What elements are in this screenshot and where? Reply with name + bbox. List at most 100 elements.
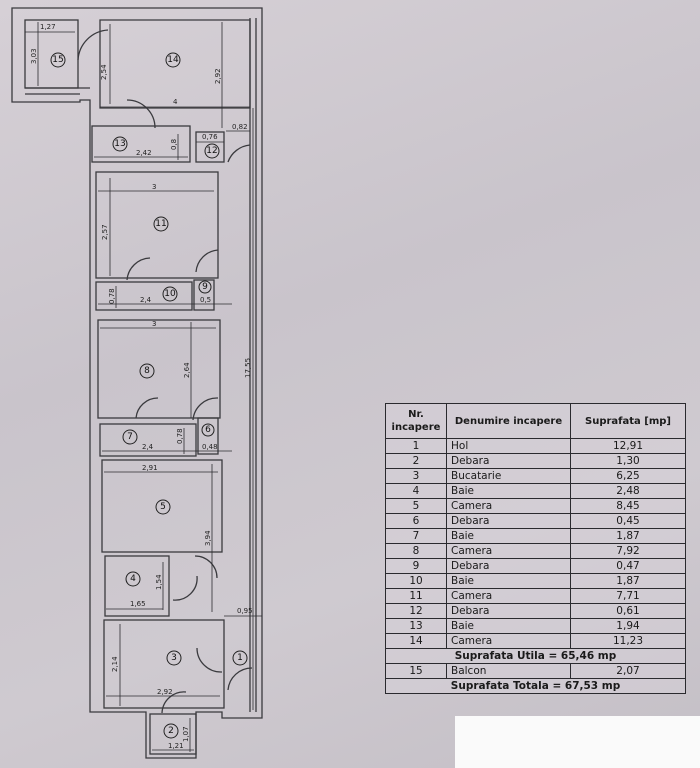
dim-label: 1,54	[155, 574, 163, 590]
room-marker-15: 15	[50, 52, 66, 68]
room-number: 7	[385, 528, 447, 544]
svg-text:14: 14	[167, 55, 179, 65]
dim-label: 3	[152, 320, 156, 328]
room-area: 1,94	[570, 618, 686, 634]
room-name: Baie	[446, 618, 571, 634]
room-name: Baie	[446, 528, 571, 544]
dim-label: 2,42	[136, 149, 152, 157]
dimension-lines	[25, 22, 262, 752]
svg-text:4: 4	[130, 574, 136, 584]
dim-label: 1,07	[182, 726, 190, 742]
svg-text:3: 3	[171, 653, 177, 663]
total-area: Suprafata Totala = 67,53 mp	[385, 678, 686, 694]
room-marker-11: 11	[153, 216, 169, 232]
room-name: Baie	[446, 573, 571, 589]
dimension-labels: 1,27 3,03 2,54 2,92 4 0,82 0,76 2,42 0,8…	[30, 23, 253, 750]
room-name: Camera	[446, 633, 571, 649]
room-number: 14	[385, 633, 447, 649]
room-number: 15	[385, 663, 447, 679]
room-number: 9	[385, 558, 447, 574]
room-name: Camera	[446, 498, 571, 514]
useful-area-total: Suprafata Utila = 65,46 mp	[385, 648, 686, 664]
room-number: 8	[385, 543, 447, 559]
dim-label: 2,57	[101, 224, 109, 240]
header-area: Suprafata [mp]	[570, 403, 686, 439]
dim-label: 2,54	[100, 64, 108, 80]
dim-label: 2,91	[142, 464, 158, 472]
room-number: 1	[385, 438, 447, 454]
blank-area	[455, 716, 700, 768]
room-marker-13: 13	[112, 136, 128, 152]
room-marker-1: 1	[232, 650, 248, 666]
room-marker-7: 7	[122, 429, 138, 445]
dim-label: 0,82	[232, 123, 248, 131]
dim-label: 17,55	[244, 358, 252, 378]
room-name: Camera	[446, 588, 571, 604]
room-name: Balcon	[446, 663, 571, 679]
header-name: Denumire incapere	[446, 403, 571, 439]
svg-text:2: 2	[168, 726, 174, 736]
svg-text:8: 8	[144, 366, 150, 376]
room-number: 6	[385, 513, 447, 529]
room-marker-4: 4	[125, 571, 141, 587]
room-area: 1,87	[570, 573, 686, 589]
room-area: 2,48	[570, 483, 686, 499]
header-nr: Nr. incapere	[385, 403, 447, 439]
room-marker-12: 12	[204, 143, 220, 159]
room-area: 6,25	[570, 468, 686, 484]
dim-label: 0,78	[176, 428, 184, 444]
room-number: 2	[385, 453, 447, 469]
dim-label: 2,64	[183, 362, 191, 378]
room-number: 4	[385, 483, 447, 499]
room-name: Baie	[446, 483, 571, 499]
table-row: 15 Balcon 2,07	[385, 663, 686, 679]
room-number: 12	[385, 603, 447, 619]
room-number: 13	[385, 618, 447, 634]
room-area: 2,07	[570, 663, 686, 679]
room-markers: 15 14 13 12 11 10 9 8 7 6 5 4 3 2 1	[50, 52, 248, 739]
dim-label: 0,5	[200, 296, 211, 304]
room-name: Debara	[446, 453, 571, 469]
dim-label: 0,95	[237, 607, 253, 615]
dim-label: 0,48	[202, 443, 218, 451]
room-marker-5: 5	[155, 499, 171, 515]
dim-label: 0,76	[202, 133, 218, 141]
dim-label: 1,65	[130, 600, 146, 608]
room-name: Bucatarie	[446, 468, 571, 484]
dim-label: 2,92	[157, 688, 173, 696]
svg-text:10: 10	[164, 289, 176, 299]
dim-label: 2,4	[140, 296, 152, 304]
dim-label: 2,14	[111, 656, 119, 672]
room-marker-6: 6	[201, 423, 215, 437]
room-marker-3: 3	[166, 650, 182, 666]
room-marker-14: 14	[165, 52, 181, 68]
svg-text:9: 9	[202, 282, 208, 292]
svg-text:11: 11	[155, 219, 166, 229]
room-name: Camera	[446, 543, 571, 559]
room-name: Debara	[446, 558, 571, 574]
svg-text:5: 5	[160, 502, 166, 512]
room-area: 0,47	[570, 558, 686, 574]
room-area-table: Nr. incapere Denumire incapere Suprafata…	[385, 403, 686, 694]
dim-label: 0,78	[108, 288, 116, 304]
room-marker-10: 10	[162, 286, 178, 302]
room-name: Hol	[446, 438, 571, 454]
room-area: 8,45	[570, 498, 686, 514]
room-number: 3	[385, 468, 447, 484]
svg-text:7: 7	[127, 432, 133, 442]
room-area: 7,71	[570, 588, 686, 604]
room-area: 1,87	[570, 528, 686, 544]
